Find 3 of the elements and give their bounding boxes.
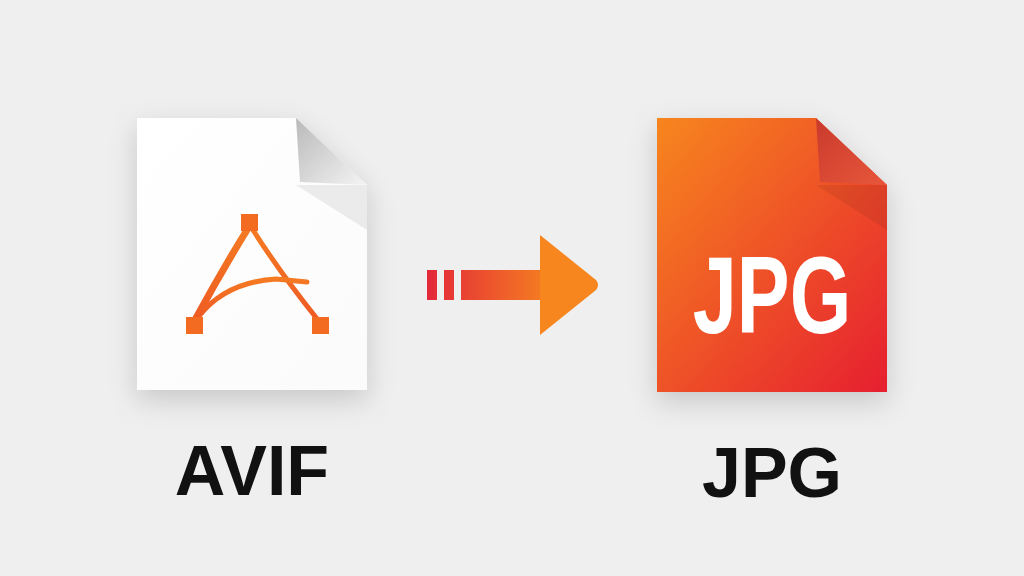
- file-format-label: JPG: [701, 438, 843, 508]
- file-type-text: JPG: [692, 240, 852, 350]
- file-format-label: AVIF: [174, 436, 330, 506]
